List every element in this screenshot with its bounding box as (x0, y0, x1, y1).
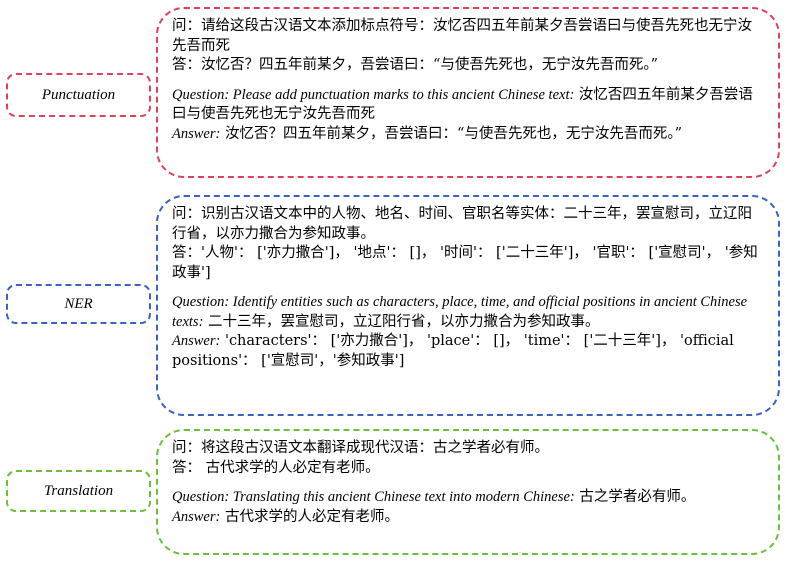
translation-answer-en-text: 古代求学的人必定有老师。 (224, 508, 399, 525)
translation-answer-en: Answer: 古代求学的人必定有老师。 (172, 508, 766, 528)
punctuation-answer-zh: 答：汝忆否？四五年前某夕，吾尝语曰：“与使吾先死也，无宁汝先吾而死。” (172, 57, 659, 73)
ner-question-en-text: 二十三年，罢宣慰司，立辽阳行省，以亦力撒合为参知政事。 (208, 313, 600, 330)
translation-question-zh: 问：将这段古汉语文本翻译成现代汉语：古之学者必有师。 (172, 440, 549, 456)
punctuation-answer-en-text: 汝忆否？四五年前某夕，吾尝语曰：“与使吾先死也，无宁汝先吾而死。” (224, 125, 683, 142)
punctuation-answer-en: Answer: 汝忆否？四五年前某夕，吾尝语曰：“与使吾先死也，无宁汝先吾而死。… (172, 125, 766, 145)
punctuation-question-en: Question: Please add punctuation marks t… (172, 86, 766, 125)
translation-answer-en-label: Answer: (172, 508, 221, 525)
punctuation-answer-en-label: Answer: (172, 125, 221, 142)
ner-answer-zh: 答：'人物'： ['亦力撒合']， '地点'： []， '时间'： ['二十三年… (172, 245, 758, 281)
punctuation-tag-label: Punctuation (41, 86, 116, 103)
ner-question-en-label: Question: Identify entities such as char… (172, 294, 748, 330)
translation-answer-zh: 答： 古代求学的人必定有老师。 (172, 459, 380, 476)
ner-question-en: Question: Identify entities such as char… (172, 293, 766, 332)
translation-tag-label: Translation (43, 482, 114, 499)
ner-panel: 问：识别古汉语文本中的人物、地名、时间、官职名等实体：二十三年，罢宣慰司，立辽阳… (156, 195, 780, 416)
punctuation-panel: 问：请给这段古汉语文本添加标点符号：汝忆否四五年前某夕吾尝语曰与使吾先死也无宁汝… (156, 7, 780, 178)
punctuation-question-en-text: 汝忆否四五年前某夕吾尝语曰与使吾先死也无宁汝先吾而死 (172, 86, 753, 123)
translation-tag: Translation (6, 470, 151, 512)
punctuation-question-en-label: Question: Please add punctuation marks t… (172, 86, 575, 103)
ner-answer-en-label: Answer: (172, 333, 221, 349)
ner-tag-label: NER (64, 295, 93, 312)
ner-answer-en-text: 'characters'： ['亦力撒合']， 'place'： []， 'ti… (172, 333, 734, 369)
translation-panel: 问：将这段古汉语文本翻译成现代汉语：古之学者必有师。 答： 古代求学的人必定有老… (156, 429, 780, 555)
ner-question-zh: 问：识别古汉语文本中的人物、地名、时间、官职名等实体：二十三年，罢宣慰司，立辽阳… (172, 206, 752, 242)
punctuation-question-zh: 问：请给这段古汉语文本添加标点符号：汝忆否四五年前某夕吾尝语曰与使吾先死也无宁汝… (172, 18, 752, 54)
translation-question-en: Question: Translating this ancient Chine… (172, 488, 766, 508)
punctuation-tag: Punctuation (6, 73, 151, 117)
ner-tag: NER (6, 284, 151, 324)
translation-question-en-text: 古之学者必有师。 (579, 489, 696, 505)
translation-question-en-label: Question: Translating this ancient Chine… (172, 489, 575, 505)
ner-answer-en: Answer: 'characters'： ['亦力撒合']， 'place'：… (172, 332, 766, 371)
